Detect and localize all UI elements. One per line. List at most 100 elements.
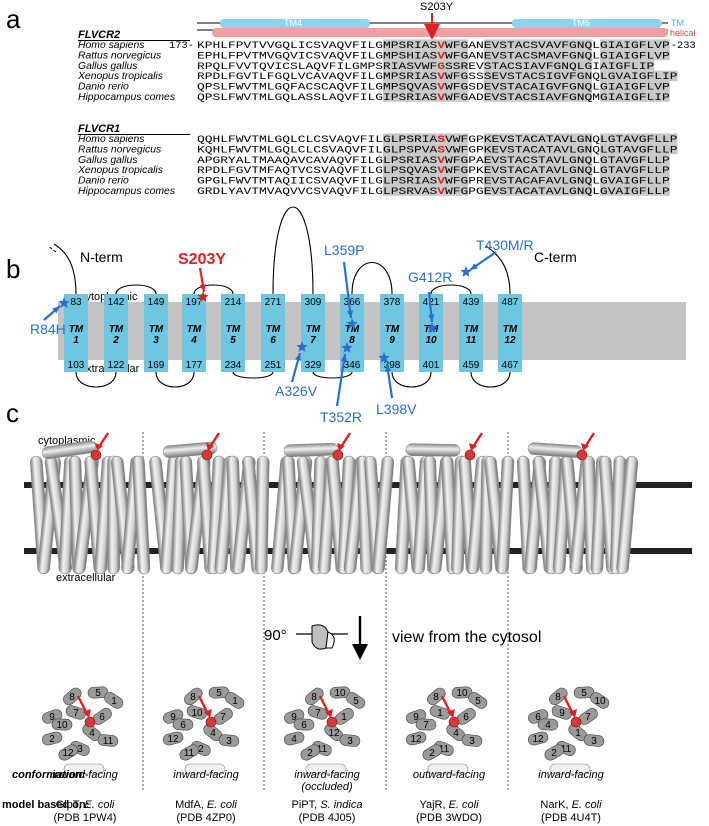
helix-number-label: 10	[594, 696, 606, 707]
helix-top-residue-6: 271	[265, 297, 282, 308]
cap-helix	[405, 443, 461, 457]
flvcr2-shade	[615, 60, 624, 71]
flvcr1-shade	[646, 133, 655, 144]
flvcr2-shade	[460, 39, 469, 50]
helix-tm-label-11: TM	[464, 324, 479, 335]
flvcr2-shade	[507, 49, 515, 61]
helix-number-label: 7	[585, 712, 591, 723]
flvcr2-shade	[569, 81, 577, 92]
helix-number-5: 5	[230, 335, 236, 346]
flvcr2-shade	[452, 49, 461, 61]
flvcr1-shade	[499, 185, 507, 196]
helix-top-residue-1: 83	[70, 297, 82, 308]
helix-number-label: 8	[433, 692, 439, 703]
tm4-label: TM4	[284, 18, 302, 28]
flvcr1-shade	[638, 175, 647, 186]
flvcr2-species-5: Hippocampus comes	[78, 92, 175, 103]
flvcr2-shade	[429, 81, 438, 92]
a326v-arrowhead	[295, 353, 302, 361]
flvcr1-shade	[646, 154, 655, 165]
helix-number-label: 3	[469, 736, 475, 747]
flvcr2-shade	[538, 91, 546, 102]
flvcr2-shade	[445, 81, 453, 92]
l398v-star	[378, 352, 390, 363]
helix-tm-label-9: TM	[385, 324, 400, 335]
conformation-label: conformation:	[12, 769, 86, 781]
flvcr1-shade	[662, 164, 670, 175]
s203-arrow-top	[318, 695, 331, 715]
flvcr2-shade	[483, 91, 492, 102]
flvcr1-shade	[569, 143, 577, 155]
flvcr1-shade	[383, 154, 391, 165]
flvcr1-shade	[553, 164, 562, 175]
t430mr-star	[460, 266, 472, 277]
s203-arrowhead	[337, 443, 345, 451]
flvcr2-shade	[522, 91, 531, 102]
flvcr1-shade	[530, 154, 538, 165]
flvcr1-shade	[662, 143, 670, 155]
cytoplasmic-loop-2	[115, 284, 157, 295]
flvcr2-shade	[646, 60, 655, 71]
flvcr2-shade	[499, 39, 507, 50]
flvcr1-shade	[445, 133, 453, 144]
flvcr1-shade	[460, 154, 469, 165]
helix-number-label: 5	[475, 696, 481, 707]
s203-residue	[464, 449, 476, 461]
s203-arrow	[208, 432, 221, 448]
helix-number-label: 7	[423, 720, 429, 731]
flvcr1-shade	[429, 143, 438, 155]
flvcr2-shade	[437, 70, 445, 81]
flvcr2-shade	[569, 49, 577, 61]
flvcr1-shade	[414, 164, 422, 175]
flvcr2-shade	[491, 91, 500, 102]
flvcr2-shade	[414, 49, 422, 61]
flvcr2-shade	[631, 60, 639, 71]
flvcr1-shade	[421, 143, 430, 155]
flvcr1-shade	[514, 133, 523, 144]
s203y-star	[197, 291, 209, 302]
flvcr2-shade	[561, 60, 569, 71]
flvcr1-shade	[414, 143, 422, 155]
helix-top-residue-2: 142	[108, 297, 125, 308]
t352r-star	[341, 342, 353, 353]
s203-residue-top	[326, 716, 338, 728]
helix-bottom-residue-10: 401	[423, 360, 440, 371]
flvcr2-shade	[390, 49, 399, 61]
helix-number-label: 2	[551, 748, 557, 759]
flvcr2-shade	[445, 49, 453, 61]
pdb-5: (PDB 4U4T)	[541, 812, 601, 824]
flvcr1-shade	[600, 154, 608, 165]
flvcr1-shade	[623, 185, 631, 196]
flvcr2-shade	[638, 91, 647, 102]
flvcr2-shade	[398, 49, 407, 61]
helix-number-label: 12	[410, 734, 422, 745]
flvcr2-shade	[623, 39, 631, 50]
flvcr2-shade	[499, 49, 507, 61]
s203-arrowhead	[581, 443, 589, 451]
helix-number-label: 5	[353, 696, 359, 707]
cytoplasmic-loop-10	[430, 284, 472, 295]
helix-top-cylinder	[461, 734, 483, 747]
flvcr1-shade	[437, 143, 445, 155]
flvcr2-shade	[607, 81, 616, 92]
flvcr2-shade	[530, 70, 538, 81]
flvcr1-shade	[507, 185, 515, 196]
helix-top-cylinder	[283, 731, 305, 746]
flvcr2-shade	[623, 91, 631, 102]
helix-number-label: 6	[463, 712, 469, 723]
flvcr1-shade	[491, 185, 500, 196]
helix-top-residue-10: 421	[423, 297, 440, 308]
flvcr1-shade	[600, 185, 608, 196]
flvcr1-shade	[398, 154, 407, 165]
flvcr2-shade	[530, 49, 538, 61]
helix-tm-label-1: TM	[69, 324, 84, 335]
side-view-1	[30, 432, 151, 575]
n-term-dash	[47, 245, 57, 253]
flvcr2-shade	[491, 60, 500, 71]
flvcr1-shade	[429, 185, 438, 196]
helix-top-residue-3: 149	[148, 297, 165, 308]
a326v-label: A326V	[275, 383, 318, 399]
flvcr1-shade	[460, 143, 469, 155]
flvcr2-shade	[460, 49, 469, 61]
